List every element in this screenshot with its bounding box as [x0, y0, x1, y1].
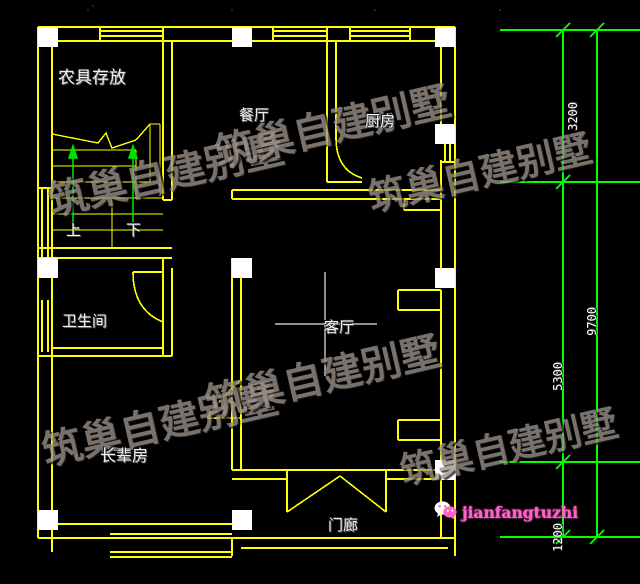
column-layer: [38, 27, 455, 530]
column-bottom-mid: [232, 510, 252, 530]
wall-elder-bottom: [110, 523, 232, 558]
room-label-living-room: 客厅: [324, 318, 355, 336]
stair-direction-arrows: [67, 143, 139, 222]
wall-living-bottom: [232, 469, 441, 480]
room-label-kitchen: 厨房: [365, 112, 396, 130]
room-label-bathroom: 卫生间: [62, 312, 108, 330]
stair-up-label: 上: [66, 221, 82, 239]
room-label-elder-room: 长辈房: [100, 446, 149, 465]
column-right-mid: [435, 268, 455, 288]
wall-storage-bottom: [38, 247, 172, 259]
entry-double-door: [286, 470, 387, 513]
wall-living-left: [206, 258, 242, 470]
dimension-label-3200: 3200: [566, 102, 580, 131]
brand-watermark[interactable]: jianfangtuzhi: [434, 500, 578, 525]
stair-down-label: 下: [126, 221, 142, 239]
column-right-upper: [435, 124, 455, 144]
wall-right-exterior: [440, 27, 456, 538]
wall-upper-horizontal: [231, 189, 441, 200]
dim-ticks: [555, 22, 605, 545]
dimension-label-1200: 1200: [551, 523, 565, 552]
room-label-dining: 餐厅: [239, 106, 270, 124]
column-mid-center: [232, 258, 252, 278]
stair-arrow-down: [127, 143, 139, 222]
grid-dots: [87, 5, 501, 11]
dimension-label-5300: 5300: [551, 362, 565, 391]
stair-arrow-up: [67, 143, 79, 222]
wechat-icon: [434, 500, 458, 525]
room-label-storage: 农具存放: [58, 68, 126, 88]
wall-left-exterior: [37, 27, 53, 538]
column-bottom-right: [435, 460, 455, 480]
wall-porch: [231, 537, 456, 556]
wall-storage-dining: [162, 41, 173, 201]
room-label-porch: 门廊: [328, 516, 359, 534]
wall-dining-kitchen: [326, 41, 363, 183]
wall-bathroom: [38, 258, 173, 357]
wall-layer: [37, 26, 456, 558]
column-top-left: [38, 27, 58, 47]
brand-label: jianfangtuzhi: [462, 503, 578, 522]
column-left-mid: [38, 258, 58, 278]
column-top-mid: [232, 27, 252, 47]
cad-crosshair-cursor[interactable]: [275, 272, 377, 376]
dimension-label-9700: 9700: [585, 307, 599, 336]
wall-right-detail: [397, 198, 441, 441]
dimension-layer: [500, 22, 640, 545]
column-bottom-left: [38, 510, 58, 530]
column-top-right: [435, 27, 455, 47]
staircase: [51, 123, 163, 248]
